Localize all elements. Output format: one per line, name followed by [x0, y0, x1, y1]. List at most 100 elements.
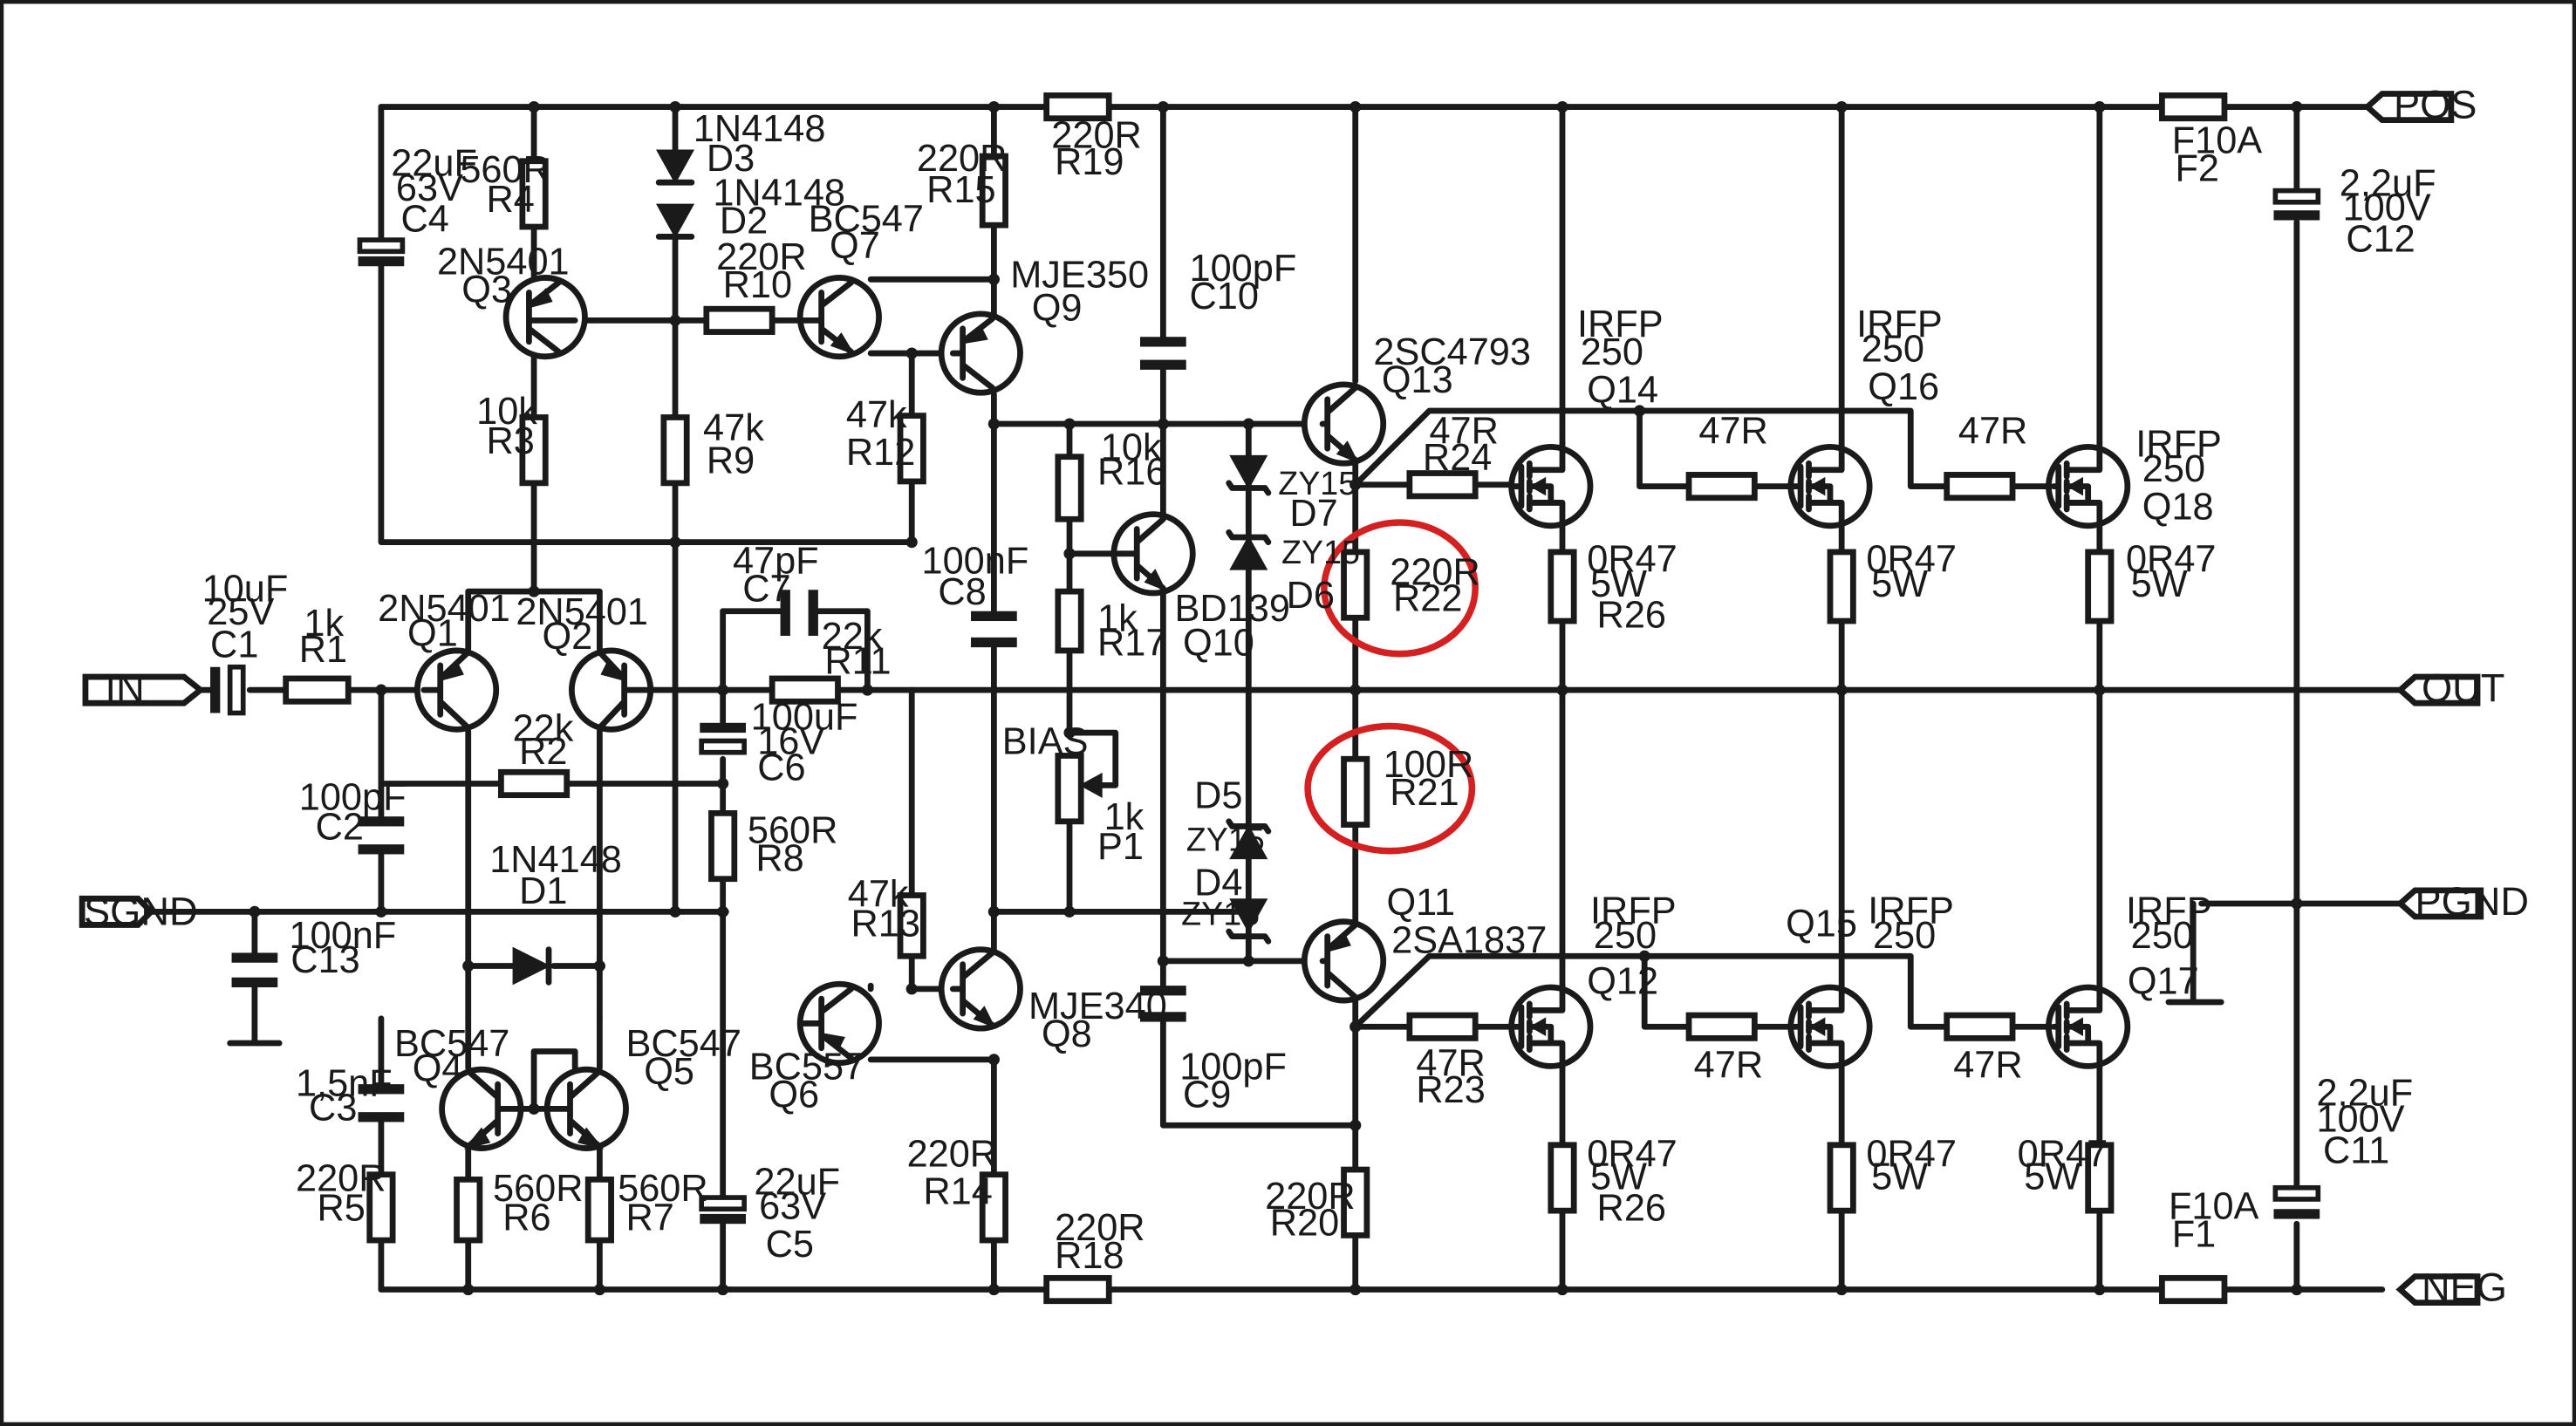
component-label: D1	[519, 870, 567, 912]
resistor-r18	[1043, 1274, 1112, 1305]
component-label: BD139	[1175, 588, 1290, 630]
diode-d3	[655, 149, 695, 186]
component-label: C12	[2346, 218, 2415, 260]
capacitor-c3	[358, 1084, 405, 1122]
component-label: 10uF	[202, 568, 289, 610]
resistor-gate-q16-q18	[1944, 472, 2016, 501]
component-label: R8	[755, 837, 803, 879]
component-label: 220R	[1051, 115, 1142, 157]
resistor-r15	[979, 153, 1008, 229]
component-label: BC557	[749, 1046, 864, 1088]
resistor-r5	[366, 1171, 396, 1244]
resistor-r1	[283, 675, 352, 705]
component-label: 63V	[396, 167, 463, 209]
resistor-source-q18	[2085, 549, 2115, 624]
component-label: 47R	[1416, 1043, 1485, 1085]
component-label: C8	[938, 571, 986, 613]
transistor-q13	[1301, 381, 1387, 467]
component-label: R9	[707, 440, 755, 482]
resistor-r4	[519, 158, 549, 230]
zener-d4	[1226, 898, 1272, 945]
highlight-r22	[1321, 519, 1479, 658]
port-pos: POS	[2362, 83, 2477, 127]
transistor-q11	[1301, 918, 1387, 1004]
transistor-q5	[530, 1066, 629, 1151]
component-label: R11	[824, 640, 891, 682]
resistor-r26-top	[1548, 549, 1577, 624]
transistor-q2	[568, 647, 657, 733]
resistor-r16	[1055, 454, 1084, 522]
transistor-q8	[938, 946, 1023, 1032]
component-label: MJE340	[1028, 986, 1167, 1027]
resistor-r21	[1341, 755, 1370, 828]
component-label: 0R47	[1587, 539, 1677, 581]
resistor-source-q15	[1827, 1142, 1856, 1214]
component-label: 1N4148	[694, 108, 826, 150]
component-label: Q18	[2142, 486, 2214, 528]
capacitor-c6	[699, 722, 747, 755]
capacitor-c10	[1140, 337, 1186, 370]
component-label: R1	[299, 629, 347, 671]
component-label: R17	[1097, 623, 1166, 665]
component-label: R15	[926, 169, 995, 211]
component-label: D7	[1289, 493, 1337, 535]
component-label: R12	[846, 432, 915, 474]
component-label: 100R	[1384, 744, 1474, 786]
capacitor-c7	[780, 590, 818, 636]
component-label: 100pF	[1190, 248, 1297, 290]
component-label: Q4	[413, 1047, 463, 1089]
resistor-r2	[498, 768, 571, 799]
component-label: Q8	[1042, 1013, 1092, 1055]
component-label: Q6	[769, 1074, 819, 1116]
component-label: 0R47	[1866, 539, 1957, 581]
transistor-q4	[439, 1066, 537, 1151]
component-label: 100pF	[1179, 1046, 1287, 1088]
component-label: ZY15	[1186, 822, 1265, 858]
component-label: C6	[757, 747, 805, 789]
component-label: Q9	[1032, 287, 1083, 329]
resistor-r14	[979, 1171, 1008, 1244]
capacitors	[210, 188, 2321, 1225]
diode-d1	[512, 946, 552, 986]
component-label: R14	[923, 1171, 992, 1213]
component-label: Q15	[1786, 904, 1857, 945]
component-label: R20	[1270, 1202, 1339, 1244]
component-label: BIAS	[1002, 721, 1089, 763]
transistor-q10	[1110, 511, 1196, 597]
component-label: ZY15	[1281, 534, 1360, 570]
component-label: C13	[290, 939, 359, 981]
diode-d2	[655, 203, 695, 240]
component-label: 1N4148	[713, 173, 845, 215]
transistor-q6	[796, 980, 882, 1067]
component-label: 22uF	[754, 1161, 840, 1203]
component-label: 100nF	[289, 915, 396, 957]
capacitor-c12	[2272, 188, 2321, 221]
wires	[145, 104, 2418, 1293]
component-label: 47R	[1694, 1045, 1763, 1087]
labels: 10uF 25V C1 1k R1 100pF C2 100nF C13 1,5…	[202, 108, 2436, 1277]
component-label: R13	[851, 904, 920, 945]
component-label: D4	[1194, 863, 1242, 904]
resistor-r17	[1055, 588, 1084, 654]
component-label: 220R	[296, 1158, 386, 1200]
component-label: R26	[1597, 595, 1666, 637]
highlight-marks	[1304, 519, 1479, 855]
component-label: 5W	[1871, 563, 1928, 605]
resistor-source-q17	[2085, 1142, 2115, 1214]
component-label: 1k	[304, 603, 344, 645]
component-label: POS	[2394, 83, 2477, 127]
component-label: SGND	[84, 889, 198, 933]
component-label: Q17	[2128, 961, 2199, 1003]
fuses	[2159, 92, 2228, 1305]
component-label: R19	[1055, 141, 1124, 183]
component-label: 100V	[2316, 1099, 2404, 1141]
component-label: 1,5nF	[296, 1062, 393, 1104]
component-label: R5	[317, 1187, 365, 1229]
component-label: 22k	[822, 616, 883, 658]
component-label: 250	[1862, 328, 1924, 370]
component-label: 10k	[476, 391, 537, 433]
fuse-f2	[2159, 92, 2228, 122]
component-label: 22uF	[391, 143, 477, 185]
component-label: IN	[106, 665, 145, 710]
fuse-f1	[2159, 1274, 2228, 1305]
